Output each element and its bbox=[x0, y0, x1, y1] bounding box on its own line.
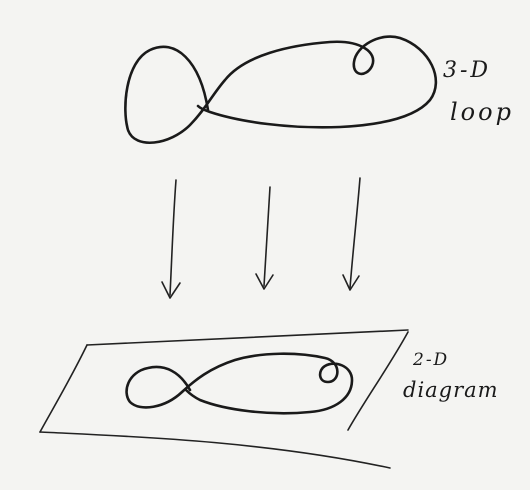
projection-plane bbox=[39, 329, 409, 469]
arrow-right bbox=[342, 177, 361, 291]
loop-3d-label-line2: loop bbox=[450, 98, 514, 126]
arrow-left bbox=[161, 179, 181, 299]
arrow-middle bbox=[255, 186, 274, 290]
loop-3d-label-line1: 3-D bbox=[443, 58, 492, 83]
diagram-2d bbox=[125, 352, 354, 415]
loop-3d bbox=[124, 35, 438, 144]
diagram-2d-label-line1: 2-D bbox=[413, 350, 450, 370]
diagram-2d-label-line2: diagram bbox=[403, 378, 499, 402]
projection-arrows bbox=[161, 177, 361, 299]
